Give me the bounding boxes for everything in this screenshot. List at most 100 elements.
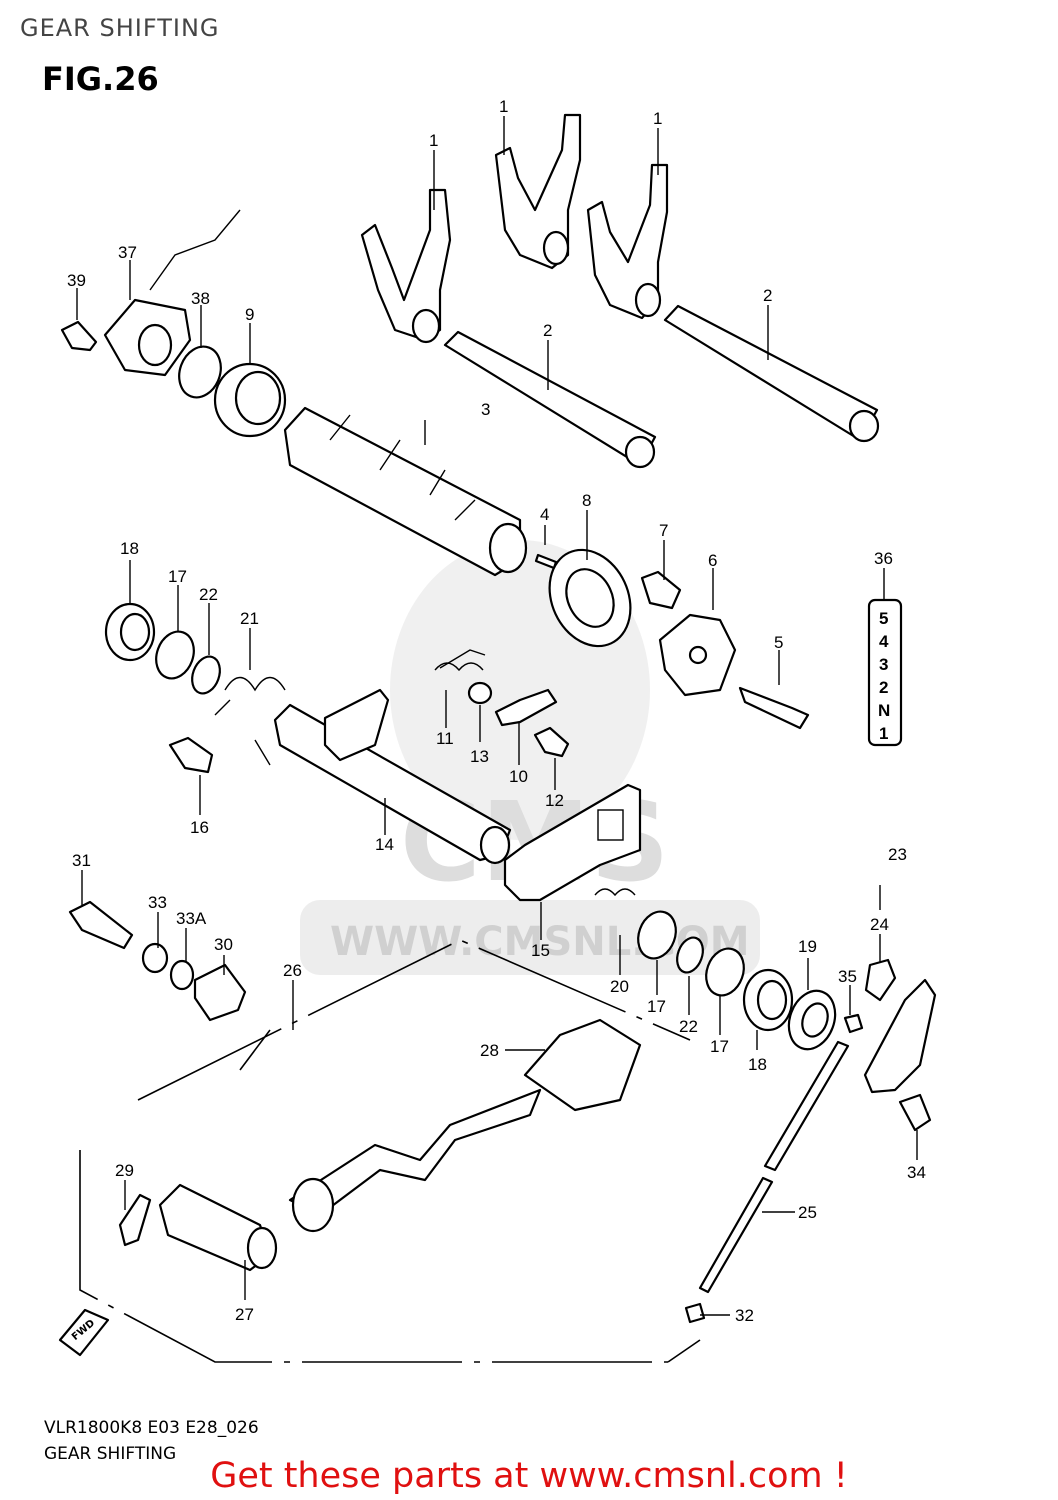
gear-indicator-item: 1: [879, 724, 888, 743]
bolt-31: [68, 900, 134, 950]
gear-indicator-item: 3: [879, 655, 888, 674]
callout-label: 9: [245, 305, 254, 324]
callout-label: 2: [763, 286, 772, 305]
callout-label: 4: [540, 505, 549, 524]
gearshift-shaft: [273, 688, 512, 865]
gear-indicator-plate: [867, 598, 903, 747]
callout-label: 7: [659, 521, 668, 540]
cam-bearing: [548, 548, 632, 648]
callout-label: 17: [710, 1037, 729, 1056]
gear-position-switch: [103, 209, 241, 377]
shift-fork-center: [494, 113, 582, 270]
callout-label: 36: [874, 549, 893, 568]
callout-label: 1: [653, 109, 662, 128]
callout-label: 29: [115, 1161, 134, 1180]
callout-label: 24: [870, 915, 889, 934]
callout-label: 15: [531, 941, 550, 960]
bearing-18-lower: [742, 968, 794, 1032]
link-rod-25: [698, 1040, 850, 1294]
callout-label: 23: [888, 845, 907, 864]
callout-label: 18: [120, 539, 139, 558]
fork-shaft-front: [443, 330, 657, 469]
page-header-title: GEAR SHIFTING: [20, 14, 220, 42]
callout-label: 18: [748, 1055, 767, 1074]
callout-label: 14: [375, 835, 394, 854]
shift-fork-left: [360, 188, 452, 344]
shift-fork-right: [586, 163, 669, 320]
gear-indicator-item: 2: [879, 678, 888, 697]
callout-label: 5: [774, 633, 783, 652]
callout-label: 25: [798, 1203, 817, 1222]
gear-indicator-labels: 5 4 3 2 N 1: [878, 609, 890, 743]
callout-label: 10: [509, 767, 528, 786]
callout-label: 11: [436, 729, 454, 748]
callout-label: 27: [235, 1305, 254, 1324]
callout-label: 1: [499, 97, 508, 116]
circlip-22-top: [191, 655, 221, 695]
return-spring-21: [214, 676, 286, 766]
washer-17-lower-b: [705, 947, 745, 997]
figure-number: FIG.26: [42, 60, 159, 98]
washer-33a: [169, 959, 195, 991]
shift-arm-plate: [503, 783, 642, 902]
callout-label: 22: [679, 1017, 698, 1036]
nut-35: [843, 1013, 864, 1034]
callout-label: 3: [481, 400, 490, 419]
gear-indicator-item: 4: [879, 632, 889, 651]
bolt-34: [898, 1093, 932, 1132]
screw-7: [640, 570, 682, 610]
callout-label: 21: [240, 609, 259, 628]
washer-17-top: [155, 630, 195, 680]
collar-30: [193, 963, 247, 1022]
circlip-22-lower: [676, 936, 704, 974]
spring-11: [434, 649, 486, 672]
fork-shaft-rear: [663, 304, 880, 443]
bearing-9: [213, 362, 287, 438]
callout-label: 28: [480, 1041, 499, 1060]
pin-5: [738, 686, 810, 730]
shift-arm-23: [863, 978, 937, 1094]
assembly-outline: [79, 939, 701, 1363]
callout-label: 37: [118, 243, 137, 262]
callout-label: 20: [610, 977, 629, 996]
bolt-39: [60, 320, 98, 352]
pin-29: [118, 1193, 152, 1247]
callout-label: 31: [72, 851, 91, 870]
spring-20: [594, 888, 636, 897]
callout-label: 38: [191, 289, 210, 308]
oil-seal-19: [787, 989, 837, 1051]
callout-label: 8: [582, 491, 591, 510]
gearshift-lever: [288, 1088, 542, 1233]
callout-label: 35: [838, 967, 857, 986]
washer-33: [141, 942, 169, 974]
callout-label: 19: [798, 937, 817, 956]
callout-label: 39: [67, 271, 86, 290]
promo-link-text[interactable]: Get these parts at www.cmsnl.com !: [210, 1456, 848, 1496]
pedal-rubber-28: [523, 1018, 642, 1112]
footer-section-name: GEAR SHIFTING: [44, 1444, 177, 1464]
callout-label: 34: [907, 1163, 926, 1182]
forward-arrow: FWD: [58, 1308, 110, 1357]
footrest-27: [158, 1183, 278, 1272]
o-ring-38: [178, 345, 222, 399]
callout-label: 22: [199, 585, 218, 604]
callout-label: 17: [647, 997, 666, 1016]
callout-label: 2: [543, 321, 552, 340]
joint-24: [864, 958, 897, 1002]
callout-label: 17: [168, 567, 187, 586]
callout-label: 33: [148, 893, 167, 912]
callout-label: 6: [708, 551, 717, 570]
callout-labels: 1 1 1 2 2 3 4 5 6 7 8 9 10 11 12 13 14 1…: [67, 97, 926, 1325]
callout-label: 16: [190, 818, 209, 837]
callout-label: 33A: [176, 909, 207, 928]
callout-label: 1: [429, 131, 438, 150]
callout-label: 26: [283, 961, 302, 980]
bearing-18-top: [104, 602, 156, 662]
gear-indicator-item: 5: [879, 609, 888, 628]
callout-label: 12: [545, 791, 564, 810]
callout-label: 32: [735, 1306, 754, 1325]
cam-stopper-plate: [658, 613, 737, 697]
footer-model-code: VLR1800K8 E03 E28_026: [44, 1418, 259, 1438]
stud-16: [168, 736, 214, 774]
